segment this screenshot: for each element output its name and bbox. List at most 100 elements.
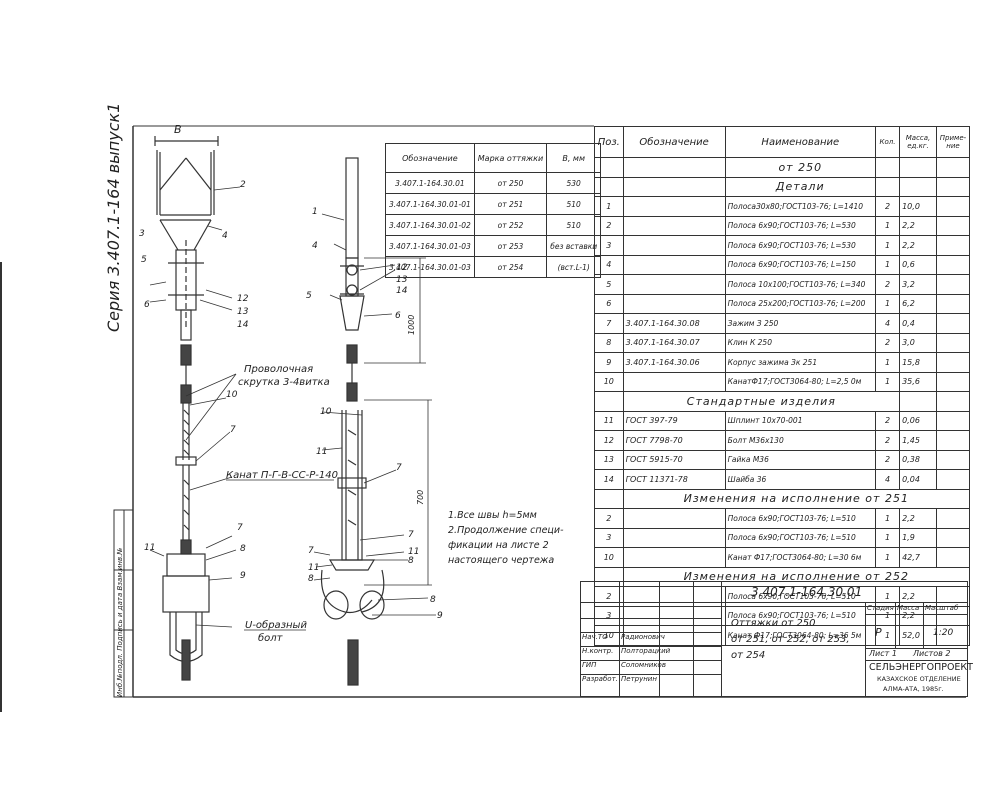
spec-cell: [935, 508, 971, 529]
specification-table: Поз. Обозначение Наименование Кол. Масса…: [594, 126, 971, 646]
spec-cell: ПолосаЗ0х80;ГОСТ103-76; L=1410: [724, 196, 876, 217]
signer-role-1: Нач.ТО: [582, 633, 608, 641]
spec-cell: 35,6: [899, 371, 937, 392]
spec-cell: 0,6: [899, 254, 937, 275]
spec-cell: [935, 196, 971, 217]
signer-role-4: Разработ.: [582, 675, 618, 683]
note-2: 2.Продолжение специ-: [448, 525, 564, 536]
spec-cell: [935, 274, 971, 295]
spec-cell: 1: [874, 527, 901, 548]
signer-role-2: Н.контр.: [582, 647, 614, 655]
spec-cell: [935, 254, 971, 275]
svg-text:7: 7: [230, 425, 236, 435]
bolt-label-1: U-образный: [245, 619, 307, 631]
spec-cell: 42,7: [899, 547, 937, 568]
spec-cell: Клин К 250: [724, 332, 876, 353]
spec-cell: 10,0: [899, 196, 937, 217]
sheet-count: Листов 2: [913, 649, 951, 658]
spec-cell: 1: [874, 254, 901, 275]
spec-cell: [935, 235, 971, 256]
svg-text:4: 4: [222, 231, 228, 241]
svg-text:7: 7: [237, 523, 243, 533]
spec-cell: [935, 469, 971, 490]
section-251: Изменения на исполнение от 251: [622, 488, 971, 509]
variant-table: Обозначение Марка оттяжки В, мм 3.407.1-…: [385, 143, 602, 278]
svg-text:11: 11: [408, 547, 419, 557]
spec-cell: [622, 215, 726, 236]
spec-cell: [622, 527, 726, 548]
spec-cell: 12: [594, 430, 624, 451]
spec-cell: 0,38: [899, 449, 937, 470]
org-city: АЛМА-АТА, 1985г.: [883, 685, 944, 693]
side-stamp: Инб.№подл. Подпись и дата Взам.инв.№: [116, 547, 124, 697]
title-line-3: от 254: [731, 650, 766, 661]
spec-cell: [622, 508, 726, 529]
twist-label-2: скрутка 3-4витка: [238, 377, 330, 388]
svg-text:1: 1: [312, 207, 318, 217]
spec-cell: 1: [874, 235, 901, 256]
spec-cell: ГОСТ 5915-70: [622, 449, 726, 470]
spec-cell: Болт М36х130: [724, 430, 876, 451]
sheet-number: Лист 1: [869, 649, 897, 658]
spec-cell: Канат Ф17;ГОСТ3064-80; L=30 6м: [724, 547, 876, 568]
drawing-notes: 1.Все швы h=5мм 2.Продолжение специ- фик…: [448, 508, 564, 568]
svg-text:9: 9: [437, 611, 443, 621]
spec-cell: 2: [874, 449, 901, 470]
spec-cell: [935, 410, 971, 431]
svg-text:5: 5: [141, 255, 147, 265]
spec-cell: 10: [594, 371, 624, 392]
left-assembly: В: [154, 123, 219, 681]
spec-cell: 4: [874, 469, 901, 490]
spec-cell: 2: [594, 215, 624, 236]
spec-cell: 10: [594, 625, 624, 646]
spec-cell: 6,2: [899, 293, 937, 314]
spec-cell: [622, 274, 726, 295]
note-4: настоящего чертежа: [448, 555, 555, 566]
spec-cell: 3.407.1-164.30.06: [622, 352, 726, 373]
scan-edge: [0, 262, 2, 712]
spec-cell: 3: [594, 235, 624, 256]
spec-cell: 9: [594, 352, 624, 373]
spec-cell: [935, 332, 971, 353]
spec-cell: 3: [594, 527, 624, 548]
twist-label-1: Проволочная: [244, 364, 313, 375]
spec-cell: 0,04: [899, 469, 937, 490]
spec-cell: ГОСТ 7798-70: [622, 430, 726, 451]
spec-cell: 4: [594, 254, 624, 275]
signer-name-2: Полторацкий: [621, 647, 671, 655]
spec-cell: 2,2: [899, 235, 937, 256]
svg-text:7: 7: [308, 546, 314, 556]
spec-cell: 2: [874, 196, 901, 217]
svg-text:8: 8: [240, 544, 246, 554]
spec-cell: 2,2: [899, 215, 937, 236]
svg-text:7: 7: [396, 463, 402, 473]
svg-text:7: 7: [408, 530, 414, 540]
spec-header-note: Приме-ние: [935, 126, 971, 158]
mass-header: Масса: [897, 604, 920, 612]
spec-cell: [935, 547, 971, 568]
spec-cell: Корпус зажима Зк 251: [724, 352, 876, 373]
title-line-1: Оттяжки от 250: [731, 618, 816, 629]
spec-cell: Полоса 6х90;ГОСТ103-76; L=510: [724, 527, 876, 548]
spec-cell: Полоса 10х100;ГОСТ103-76; L=340: [724, 274, 876, 295]
signer-role-3: ГИП: [582, 661, 597, 669]
spec-subtitle: от 250: [724, 157, 876, 178]
spec-cell: 1: [874, 293, 901, 314]
signer-name-4: Петрунин: [621, 675, 657, 683]
spec-header-mass: Масса, ед.кг.: [899, 126, 937, 158]
spec-cell: [622, 196, 726, 217]
spec-cell: 2: [874, 430, 901, 451]
title-line-2: от 251, от 252, от 253,: [731, 634, 850, 645]
svg-text:8: 8: [408, 556, 414, 566]
